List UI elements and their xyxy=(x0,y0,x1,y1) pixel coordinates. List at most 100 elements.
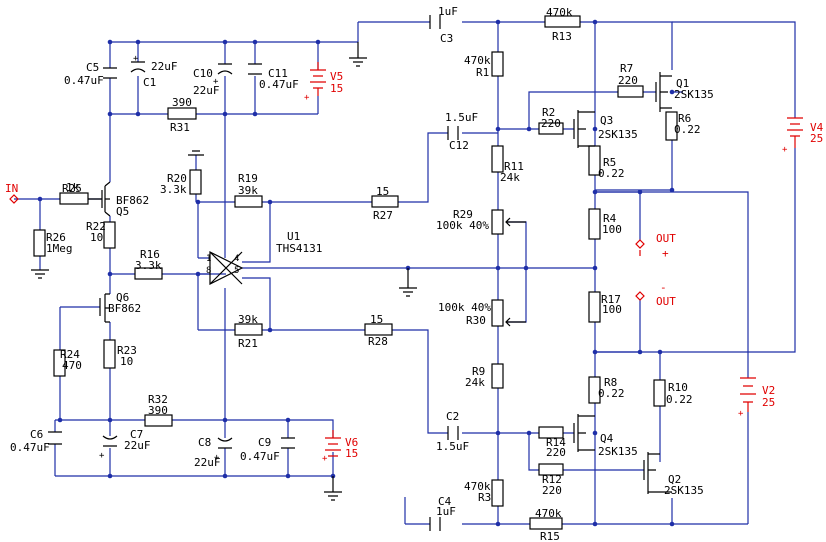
label-r10: R10 xyxy=(668,381,688,394)
label-r12: R12 xyxy=(542,473,562,486)
resistor-r8 xyxy=(588,376,601,404)
label-r1-val: 470k xyxy=(464,54,491,67)
label-r32: R32 xyxy=(148,393,168,406)
battery-v6 xyxy=(325,430,341,457)
label-r5-val: 0.22 xyxy=(598,167,625,180)
label-c1-val: 22uF xyxy=(151,60,178,73)
resistor-r9 xyxy=(491,363,504,389)
label-r17-val: 100 xyxy=(602,303,622,316)
label-in: IN xyxy=(5,182,18,195)
label-c11-val: 0.47uF xyxy=(259,78,299,91)
label-q3-type: 2SK135 xyxy=(598,128,638,141)
label-r16: R16 xyxy=(140,248,160,261)
terminals xyxy=(9,194,645,301)
label-pin-8: 8 xyxy=(206,266,211,276)
potentiometer-r29 xyxy=(491,209,504,235)
capacitors xyxy=(48,15,459,531)
resistor-r17 xyxy=(588,291,601,323)
label-q4-type: 2SK135 xyxy=(598,445,638,458)
capacitor-c12 xyxy=(447,126,459,140)
resistor-r16 xyxy=(134,267,163,280)
label-c8-val: 22uF xyxy=(194,456,221,469)
battery-v2 xyxy=(740,377,756,412)
label-r28: R28 xyxy=(368,335,388,348)
label-r8: R8 xyxy=(604,376,617,389)
label-v2-val: 25 xyxy=(762,396,775,409)
capacitor-c2 xyxy=(447,426,459,440)
label-c3-val: 1uF xyxy=(438,5,458,18)
label-r22-val: 10 xyxy=(90,231,103,244)
resistor-r12 xyxy=(538,463,564,476)
label-v6: V6 xyxy=(345,436,358,449)
ground-r20 xyxy=(188,150,204,156)
transistor-q5 xyxy=(88,181,111,217)
resistor-r6 xyxy=(665,111,678,141)
resistor-r32 xyxy=(144,414,173,427)
label-q5: Q5 xyxy=(116,205,129,218)
label-c3: C3 xyxy=(440,32,453,45)
resistor-r10 xyxy=(653,379,666,407)
label-v2-plus: + xyxy=(738,409,744,419)
transistor-q2 xyxy=(643,452,672,494)
label-r19: R19 xyxy=(238,172,258,185)
label-c10: C10 xyxy=(193,67,213,80)
label-r23: R23 xyxy=(117,344,137,357)
label-c7-plus: + xyxy=(99,451,105,461)
resistor-r22 xyxy=(103,221,116,249)
label-r1: R1 xyxy=(476,66,489,79)
resistor-r13 xyxy=(544,15,581,28)
label-r4: R4 xyxy=(603,212,617,225)
label-v5: V5 xyxy=(330,70,343,83)
label-minus-sign: - xyxy=(660,281,667,294)
wiper-arrow-r30 xyxy=(505,317,526,327)
transistor-q4 xyxy=(573,414,595,452)
batteries xyxy=(310,62,803,457)
label-r4-val: 100 xyxy=(602,223,622,236)
label-r30: R30 xyxy=(466,314,486,327)
label-r31: R31 xyxy=(170,121,190,134)
label-v2: V2 xyxy=(762,384,775,397)
transistor-q1 xyxy=(655,72,672,112)
resistors xyxy=(33,15,678,530)
resistor-r31 xyxy=(167,107,197,120)
ground-mid xyxy=(399,268,417,297)
junction-dots xyxy=(37,19,675,527)
resistor-r24 xyxy=(53,349,66,377)
label-r9: R9 xyxy=(472,365,485,378)
resistor-r23 xyxy=(103,339,116,369)
label-pin-1: 1 xyxy=(206,254,211,264)
resistor-r21 xyxy=(234,323,263,336)
label-c9-val: 0.47uF xyxy=(240,450,280,463)
label-v6-val: 15 xyxy=(345,447,358,460)
label-r25-val: 1k xyxy=(66,181,80,194)
resistor-r28 xyxy=(364,323,393,336)
label-r19-val: 39k xyxy=(238,184,258,197)
label-r32-val: 390 xyxy=(148,404,168,417)
label-r5: R5 xyxy=(603,156,616,169)
label-q2-type: 2SK135 xyxy=(664,484,704,497)
label-q1: Q1 xyxy=(676,77,689,90)
resistor-r1 xyxy=(491,51,504,77)
label-bf862-q6: BF862 xyxy=(108,302,141,315)
label-r24: R24 xyxy=(60,348,80,361)
label-r29-val: 100k 40% xyxy=(436,219,489,232)
resistor-r20 xyxy=(189,169,202,195)
label-c5: C5 xyxy=(86,61,99,74)
label-c1-plus: + xyxy=(133,54,139,64)
label-q4: Q4 xyxy=(600,432,614,445)
label-r6-val: 0.22 xyxy=(674,123,701,136)
label-u1: U1 xyxy=(287,230,300,243)
opamp-u1 xyxy=(209,251,244,285)
terminal-out-minus xyxy=(635,291,645,301)
label-r2: R2 xyxy=(542,106,555,119)
capacitor-c1 xyxy=(130,61,146,73)
label-c8-plus: + xyxy=(214,453,220,463)
label-r29: R29 xyxy=(453,208,473,221)
label-r14: R14 xyxy=(546,436,566,449)
terminal-in xyxy=(9,194,19,204)
capacitor-c8 xyxy=(217,437,233,449)
label-r25: R25 xyxy=(62,182,82,195)
label-r23-val: 10 xyxy=(120,355,133,368)
transistor-q3 xyxy=(573,110,595,148)
label-r17: R17 xyxy=(601,293,621,306)
